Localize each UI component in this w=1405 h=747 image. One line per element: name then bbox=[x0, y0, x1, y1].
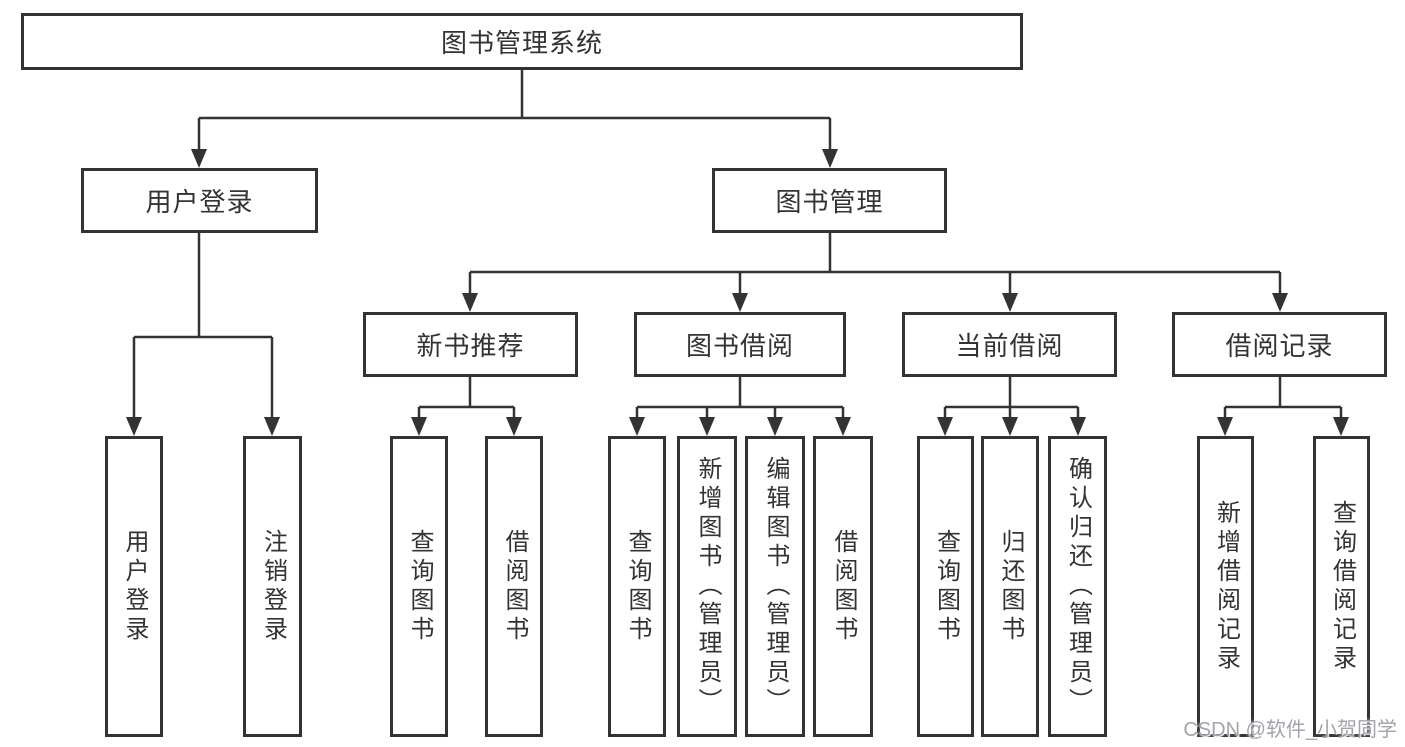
leaf-edit-books-admin: 编辑图书（管理员） bbox=[745, 436, 805, 737]
leaf-confirm-return-admin: 确认归还（管理员） bbox=[1048, 436, 1107, 737]
leaf-user-login: 用户登录 bbox=[105, 436, 163, 737]
leaf-query-books: 查询图书 bbox=[390, 436, 448, 737]
leaf-add-books-admin: 新增图书（管理员） bbox=[677, 436, 737, 737]
node-current-borrowing: 当前借阅 bbox=[902, 312, 1117, 377]
node-library-management-system: 图书管理系统 bbox=[21, 13, 1023, 70]
leaf-query-books-3: 查询图书 bbox=[917, 436, 974, 737]
leaf-query-borrow-record: 查询借阅记录 bbox=[1313, 436, 1370, 737]
node-borrowing-records: 借阅记录 bbox=[1172, 312, 1387, 377]
leaf-borrow-books: 借阅图书 bbox=[485, 436, 543, 737]
leaf-return-books: 归还图书 bbox=[981, 436, 1039, 737]
leaf-logout: 注销登录 bbox=[243, 436, 302, 737]
leaf-query-books-2: 查询图书 bbox=[608, 436, 666, 737]
leaf-add-borrow-record: 新增借阅记录 bbox=[1197, 436, 1254, 737]
node-book-management: 图书管理 bbox=[712, 168, 947, 233]
node-user-login: 用户登录 bbox=[81, 168, 318, 233]
leaf-borrow-books-2: 借阅图书 bbox=[813, 436, 873, 737]
node-book-borrowing: 图书借阅 bbox=[634, 312, 846, 377]
node-new-book-recommendation: 新书推荐 bbox=[363, 312, 578, 377]
